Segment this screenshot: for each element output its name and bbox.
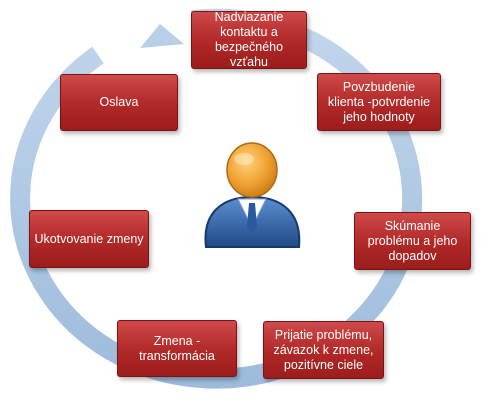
node-prijatie-problemu: Prijatie problému, závazok k zmene, pozi… bbox=[263, 321, 384, 379]
node-povzbudenie-klienta: Povzbudenie klienta -potvrdenie jeho hod… bbox=[317, 73, 441, 131]
person-icon bbox=[204, 142, 301, 248]
node-label: Oslava bbox=[99, 95, 139, 109]
node-skumanie-problemu: Skúmanie problému a jeho dopadov bbox=[354, 212, 471, 270]
person-tie bbox=[247, 203, 257, 235]
node-oslava: Oslava bbox=[60, 74, 178, 131]
node-label: Prijatie problému, závazok k zmene, pozi… bbox=[273, 327, 374, 372]
person-head bbox=[226, 142, 278, 198]
node-nadviazanie-kontaktu: Nadviazanie kontaktu a bezpečného vzťahu bbox=[191, 10, 307, 69]
node-label: Povzbudenie klienta -potvrdenie jeho hod… bbox=[327, 79, 431, 124]
node-label: Nadviazanie kontaktu a bezpečného vzťahu bbox=[214, 10, 284, 69]
node-ukotvovanie-zmeny: Ukotvovanie zmeny bbox=[29, 210, 149, 268]
node-zmena-transformacia: Zmena - transformácia bbox=[117, 320, 237, 377]
node-label: Skúmanie problému a jeho dopadov bbox=[367, 218, 458, 263]
node-label: Ukotvovanie zmeny bbox=[34, 231, 144, 246]
cycle-arrowhead bbox=[140, 24, 184, 48]
node-label: Zmena - transformácia bbox=[139, 333, 215, 363]
